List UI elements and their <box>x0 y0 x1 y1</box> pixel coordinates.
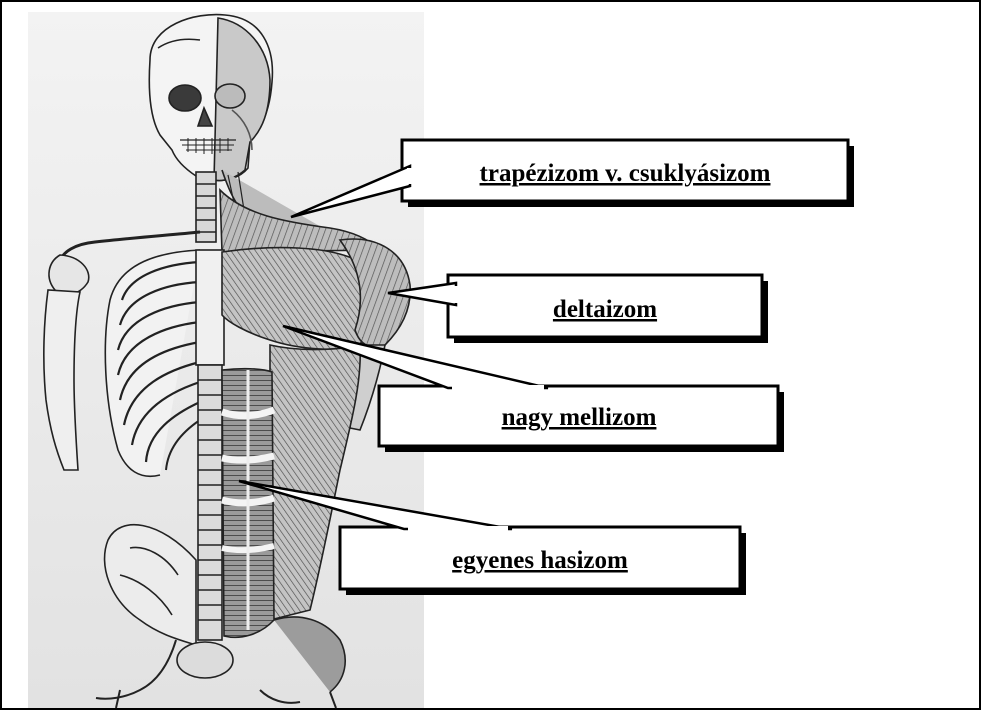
label-pectoralis: nagy mellizom <box>502 404 657 431</box>
label-trapezius: trapézizom v. csuklyásizom <box>480 160 771 187</box>
sternum-drawing <box>196 250 224 365</box>
spine-drawing <box>198 365 222 640</box>
rectus-drawing <box>222 369 274 638</box>
label-rectus: egyenes hasizom <box>452 547 628 574</box>
label-deltoid: deltaizom <box>553 296 657 323</box>
